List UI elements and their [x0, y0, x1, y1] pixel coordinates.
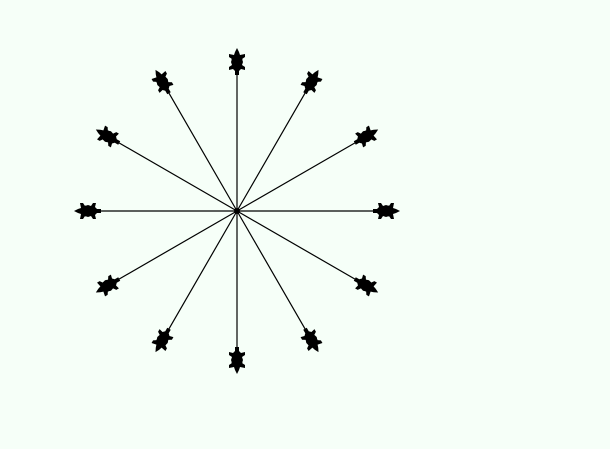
ray-line: [161, 210, 238, 342]
turtle-icon: [229, 48, 245, 75]
turtle-icon: [151, 327, 174, 353]
center-point: [234, 208, 240, 214]
turtle-icon: [229, 347, 245, 374]
ray-lines-group: [87, 61, 387, 361]
turtle-icon: [151, 69, 174, 95]
ray-line: [106, 210, 238, 287]
turtle-icon: [95, 125, 121, 148]
ray-line: [236, 210, 313, 342]
turtle-icon: [74, 203, 101, 219]
turtle-icon: [373, 203, 400, 219]
turtle-icon: [300, 327, 323, 353]
ray-line: [236, 135, 368, 212]
turtle-icon: [353, 274, 379, 297]
turtles-group: [74, 48, 400, 374]
ray-line: [236, 80, 313, 212]
turtle-icon: [353, 125, 379, 148]
turtle-icon: [95, 274, 121, 297]
ray-line: [236, 210, 368, 287]
ray-line: [106, 135, 238, 212]
ray-line: [161, 80, 238, 212]
turtle-icon: [300, 69, 323, 95]
